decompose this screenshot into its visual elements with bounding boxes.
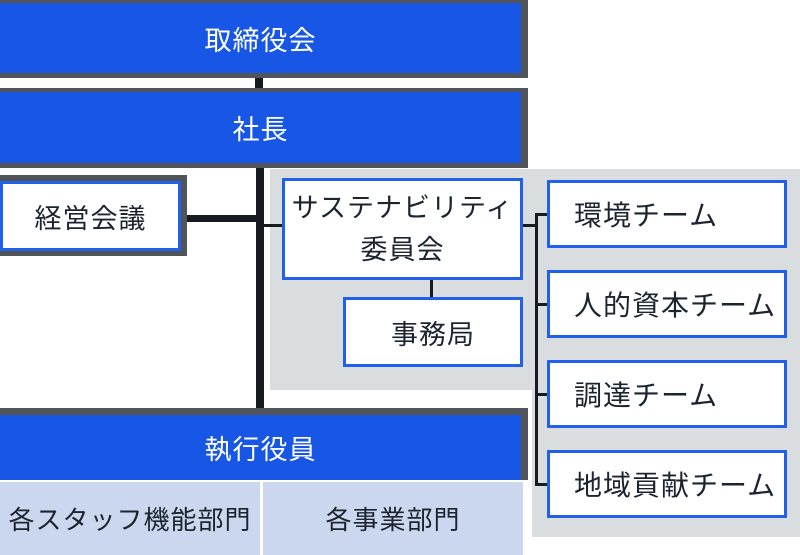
president-label: 社長	[232, 115, 289, 145]
connector-team-human-capital-stub	[536, 303, 547, 306]
team-procurement-box: 調達チーム	[547, 360, 787, 428]
executive-officers-box: 執行役員	[0, 415, 521, 480]
connector-committee-right	[519, 224, 538, 227]
sustainability-committee-box: サステナビリティ 委員会	[282, 178, 523, 280]
connector-team-community-stub	[536, 483, 547, 486]
team-environment-box: 環境チーム	[547, 180, 787, 248]
staff-functions-label: 各スタッフ機能部門	[8, 505, 252, 535]
management-meeting-frame: 経営会議	[0, 175, 187, 256]
board-of-directors-box: 取締役会	[0, 3, 521, 73]
sustainability-committee-label-line1: サステナビリティ	[291, 193, 514, 223]
connector-committee-left	[258, 224, 283, 227]
executive-officers-frame: 執行役員	[0, 408, 528, 480]
team-human-capital-label: 人的資本チーム	[574, 290, 777, 321]
board-of-directors-label: 取締役会	[204, 25, 317, 56]
staff-functions-box: 各スタッフ機能部門	[0, 482, 260, 555]
management-meeting-box: 経営会議	[0, 181, 181, 251]
management-meeting-label: 経営会議	[34, 203, 147, 234]
connector-team-environment-stub	[536, 213, 547, 216]
team-procurement-label: 調達チーム	[574, 380, 719, 411]
connector-team-procurement-stub	[536, 393, 547, 396]
secretariat-box: 事務局	[343, 297, 523, 367]
team-community-box: 地域貢献チーム	[547, 450, 787, 518]
team-human-capital-box: 人的資本チーム	[547, 270, 787, 338]
connector-board-president	[255, 72, 263, 93]
connector-teams-vertical	[535, 213, 538, 486]
board-of-directors-frame: 取締役会	[0, 0, 528, 78]
connector-committee-secretariat	[430, 276, 433, 299]
president-frame: 社長	[0, 88, 528, 168]
business-divisions-label: 各事業部門	[325, 505, 461, 535]
executive-officers-label: 執行役員	[204, 435, 317, 465]
business-divisions-box: 各事業部門	[263, 482, 523, 555]
president-box: 社長	[0, 92, 521, 163]
sustainability-committee-label-line2: 委員会	[360, 235, 445, 265]
secretariat-label: 事務局	[391, 319, 475, 350]
team-community-label: 地域貢献チーム	[574, 470, 777, 501]
team-environment-label: 環境チーム	[574, 200, 719, 231]
connector-president-executive	[256, 162, 264, 412]
connector-management-meeting	[183, 215, 260, 222]
